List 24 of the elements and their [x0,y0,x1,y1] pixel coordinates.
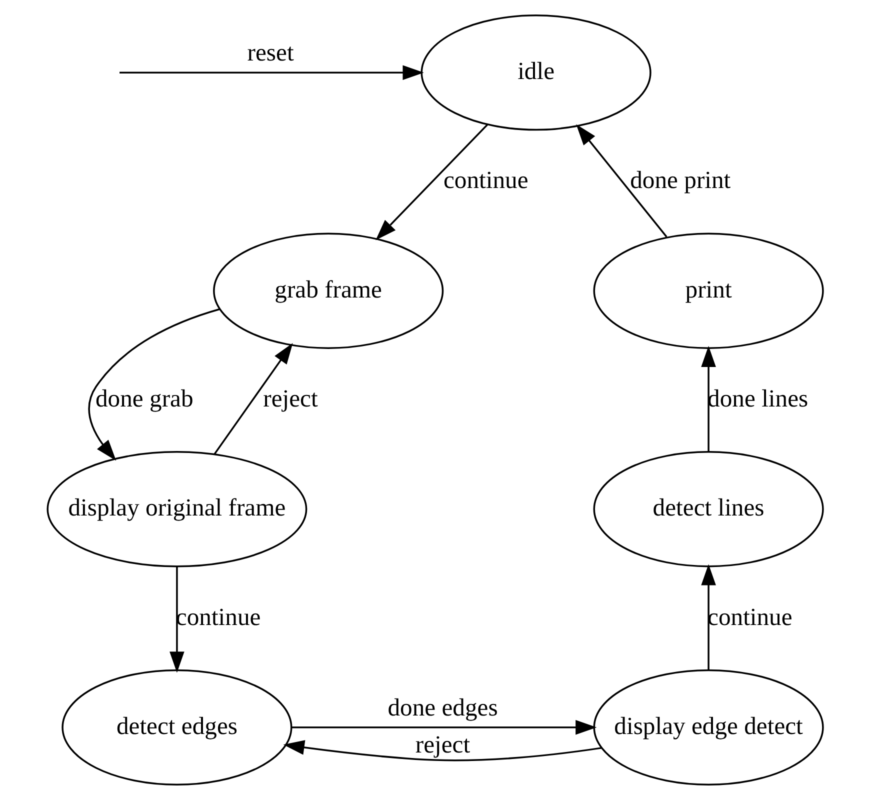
arrow [88,308,220,461]
arrow [701,564,716,670]
edge-label: done print [630,167,731,194]
node-ellipse: grab frame [213,232,444,349]
arrow [701,346,716,452]
arrow [376,124,488,240]
edge-label: reject [263,386,318,413]
node-ellipse: print [593,232,824,349]
edge-label: continue [443,167,528,194]
node-ellipse: detect lines [593,451,824,568]
edge-label: done grab [96,386,194,413]
arrow [214,342,293,454]
arrow [292,720,597,735]
arrow [120,65,424,80]
arrow [283,740,602,762]
edge-label: reset [247,40,294,67]
node-ellipse: idle [420,14,652,131]
node-ellipse: display edge detect [593,669,824,786]
arrow [576,124,668,238]
arrow [170,566,184,673]
node-ellipse: detect edges [62,669,292,786]
edge-label: done edges [388,694,498,722]
node-ellipse: display original frame [46,451,308,568]
edge-label: reject [415,731,470,758]
